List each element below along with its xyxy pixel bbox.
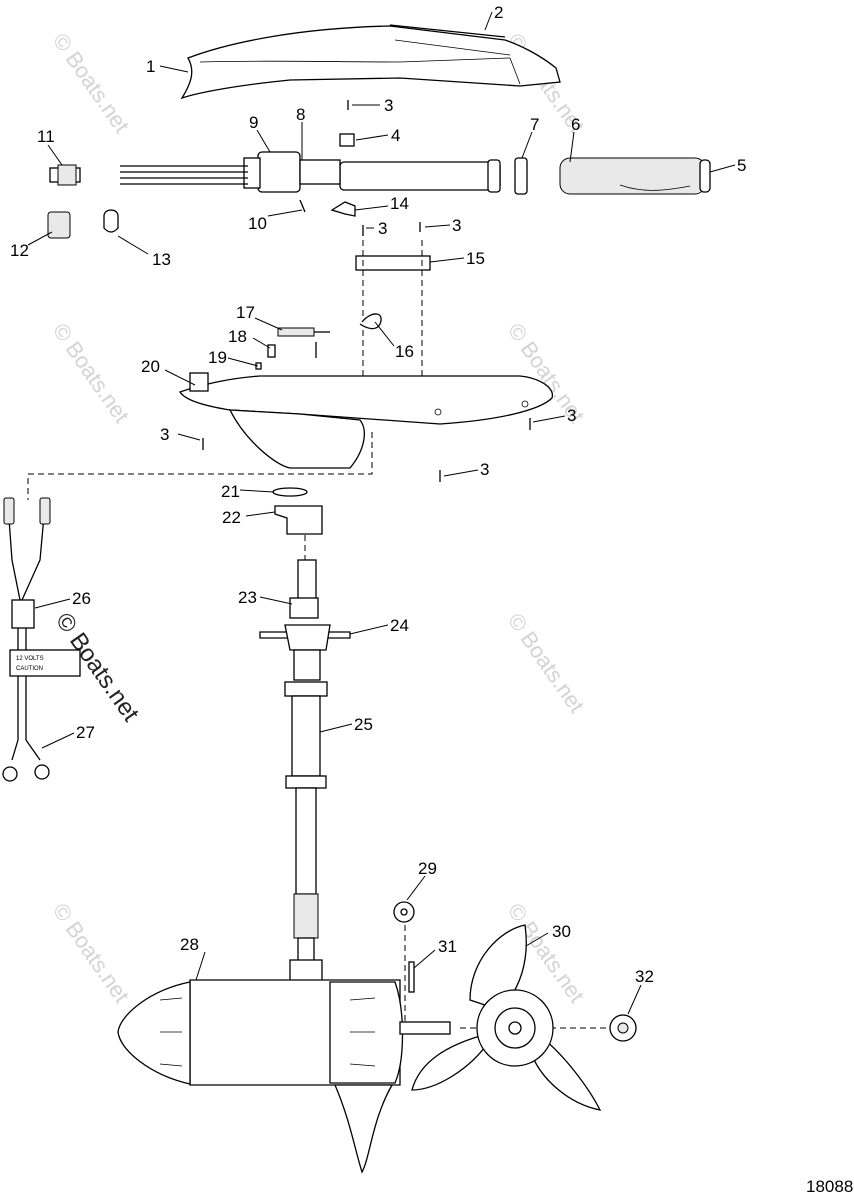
callout-15: 15 — [466, 249, 485, 268]
shaft-assembly — [259, 559, 351, 983]
pin-parts — [255, 313, 382, 370]
callout-14: 14 — [390, 194, 409, 213]
bushing — [274, 505, 323, 535]
callout-3f: 3 — [480, 460, 489, 479]
battery-cables: 12 VOLTS CAUTION — [2, 497, 81, 782]
connectors — [47, 164, 119, 239]
prop-washer-hole — [400, 908, 408, 916]
callout-5: 5 — [737, 156, 746, 175]
callout-20: 20 — [141, 357, 160, 376]
washer — [272, 487, 308, 497]
switch-assembly — [120, 151, 341, 213]
callout-17: 17 — [236, 303, 255, 322]
callout-11: 11 — [37, 127, 55, 146]
callout-23: 23 — [238, 588, 257, 607]
small-parts — [330, 133, 356, 217]
callout-6: 6 — [571, 115, 580, 134]
callout-labels: 1 2 3 4 5 6 7 8 9 10 11 12 13 14 3 3 15 … — [10, 3, 746, 986]
callout-16: 16 — [395, 342, 414, 361]
lower-housing — [179, 372, 553, 469]
tiller-handle — [339, 157, 711, 195]
callout-12: 12 — [10, 241, 29, 260]
callout-25: 25 — [354, 715, 373, 734]
watermark-6: © Boats.net — [48, 899, 135, 1008]
callout-30: 30 — [552, 922, 571, 941]
watermark-3: © Boats.net — [48, 319, 135, 428]
collar-ring — [355, 255, 431, 271]
watermark-1: © Boats.net — [48, 29, 135, 138]
propeller — [411, 924, 602, 1111]
prop-nut-center — [617, 1022, 629, 1034]
callout-4: 4 — [391, 126, 400, 145]
callout-13: 13 — [152, 250, 171, 269]
callout-2: 2 — [494, 3, 503, 22]
alignment-lines — [27, 240, 618, 1029]
callout-1: 1 — [146, 57, 155, 76]
voltage-decal — [9, 649, 81, 677]
callout-26: 26 — [72, 589, 91, 608]
callout-29: 29 — [418, 859, 437, 878]
callout-31: 31 — [438, 937, 457, 956]
callout-24: 24 — [390, 616, 409, 635]
callout-9: 9 — [249, 113, 258, 132]
callout-18: 18 — [228, 327, 247, 346]
watermark-5: © Boats.net — [503, 609, 590, 718]
drive-pin — [408, 961, 415, 993]
motor — [117, 979, 451, 1174]
callout-3b: 3 — [378, 219, 387, 238]
leader-lines — [27, 11, 736, 1015]
callout-7: 7 — [530, 115, 539, 134]
callout-3e: 3 — [567, 406, 576, 425]
callout-3a: 3 — [384, 96, 393, 115]
callout-8: 8 — [296, 105, 305, 124]
decal-line-1: 12 VOLTS — [16, 656, 44, 662]
callout-3c: 3 — [452, 216, 461, 235]
figure-number: 18088 — [806, 1177, 853, 1196]
callout-19: 19 — [208, 348, 227, 367]
top-cover — [180, 24, 561, 100]
screws-top — [347, 100, 421, 236]
callout-27: 27 — [76, 723, 95, 742]
callout-32: 32 — [635, 967, 654, 986]
callout-28: 28 — [180, 935, 199, 954]
callout-21: 21 — [221, 482, 240, 501]
screws-housing — [202, 418, 531, 482]
callout-10: 10 — [248, 214, 267, 233]
decal-line-2: CAUTION — [16, 666, 43, 672]
callout-22: 22 — [222, 508, 241, 527]
callout-3d: 3 — [160, 425, 169, 444]
